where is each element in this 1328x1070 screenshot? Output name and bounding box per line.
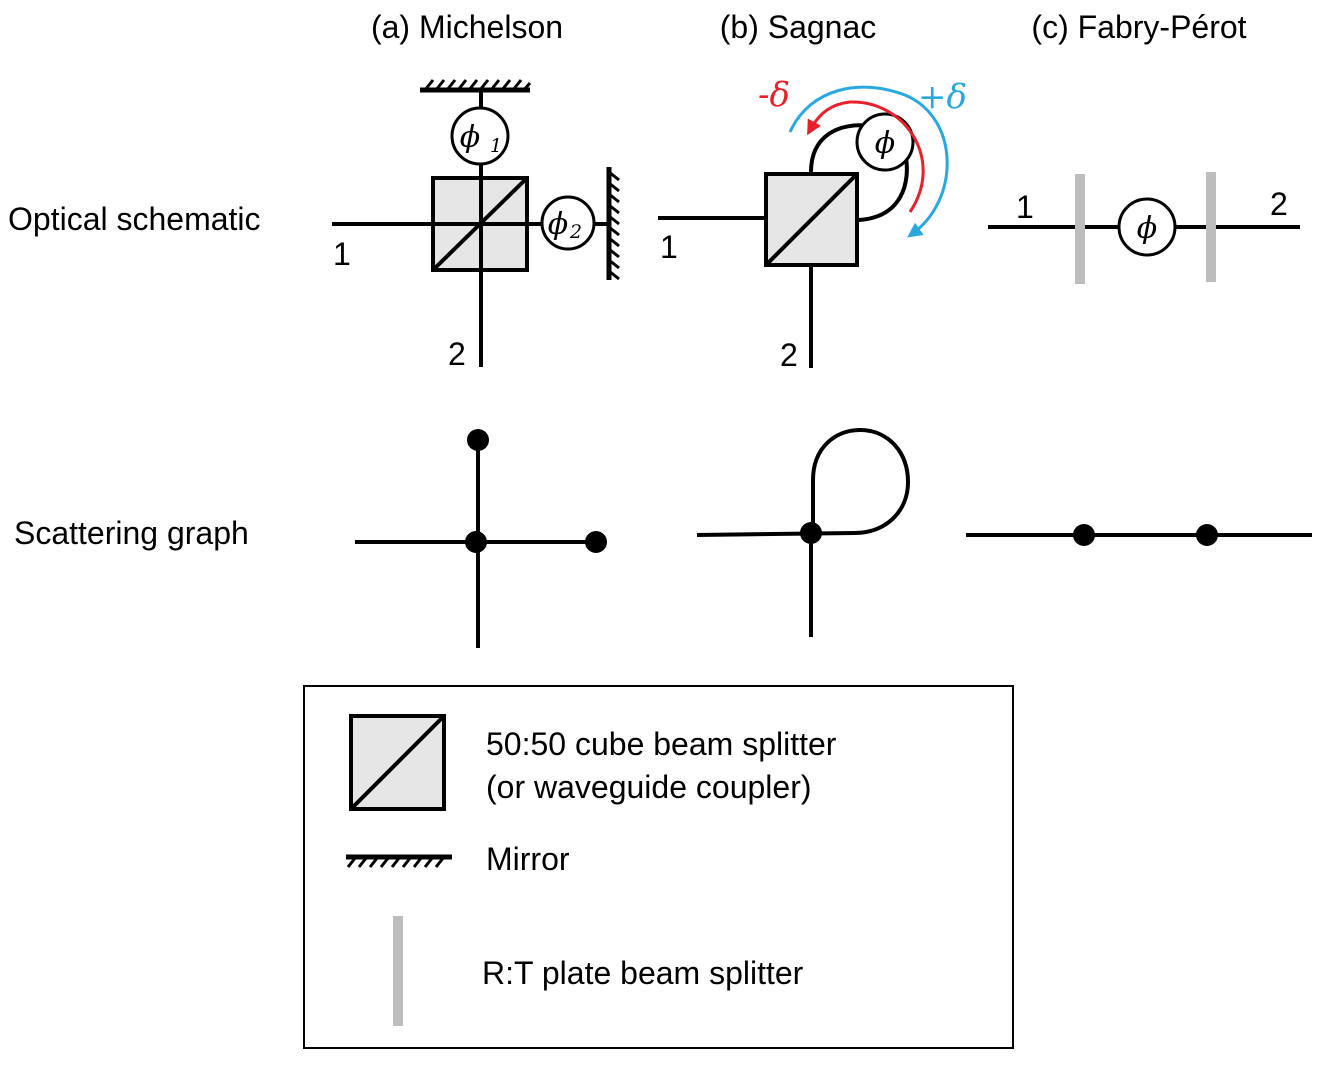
fabry-perot-schematic: ϕ 1 2 [988, 172, 1300, 284]
sagnac-plus-delta-label: +δ [918, 77, 967, 117]
title-sagnac: (b) Sagnac [720, 9, 877, 45]
fabry-perot-graph-node-right [1196, 524, 1218, 546]
fabry-perot-phi: ϕ [1137, 211, 1157, 246]
legend-mirror-label: Mirror [486, 841, 570, 877]
michelson-top-mirror [420, 79, 532, 93]
title-michelson: (a) Michelson [371, 9, 563, 45]
michelson-phi-2: ϕ [548, 207, 568, 242]
fabry-perot-graph-node-left [1073, 524, 1095, 546]
legend: 50:50 cube beam splitter (or waveguide c… [303, 685, 1014, 1049]
michelson-graph-node-top [467, 429, 489, 451]
michelson-phi-1: ϕ [460, 120, 480, 155]
row-label-scattering-graph: Scattering graph [14, 515, 249, 551]
legend-beam-splitter-line-2: (or waveguide coupler) [486, 769, 812, 805]
sagnac-port-1: 1 [660, 229, 678, 265]
legend-plate-label: R:T plate beam splitter [482, 955, 804, 991]
row-label-optical-schematic: Optical schematic [8, 201, 261, 237]
sagnac-scattering-graph [696, 427, 911, 637]
fabry-perot-port-1: 1 [1016, 189, 1034, 225]
sagnac-graph-node [800, 522, 822, 544]
michelson-phase-shifter-2 [540, 195, 596, 251]
sagnac-minus-delta-label: -δ [758, 75, 790, 115]
michelson-phi-1-subscript: 1 [490, 135, 502, 157]
fabry-perot-plate-left [1075, 174, 1085, 284]
michelson-port-1: 1 [333, 236, 351, 272]
legend-beam-splitter-line-1: 50:50 cube beam splitter [486, 726, 837, 762]
sagnac-minus-delta-arrow [807, 100, 925, 213]
sagnac-plus-delta-arrow [788, 85, 949, 238]
sagnac-phi: ϕ [875, 126, 895, 161]
sagnac-phase-shifter [855, 112, 915, 172]
michelson-schematic: ϕ 1 ϕ 2 1 2 [332, 79, 620, 372]
michelson-graph-node-center [465, 531, 487, 553]
legend-plate-symbol [393, 916, 403, 1026]
michelson-right-mirror [606, 167, 620, 281]
title-fabry-perot: (c) Fabry-Pérot [1031, 9, 1246, 45]
fabry-perot-plate-right [1206, 172, 1216, 282]
michelson-scattering-graph [355, 429, 607, 648]
michelson-port-2: 2 [448, 336, 466, 372]
michelson-graph-node-right [585, 531, 607, 553]
fabry-perot-port-2: 2 [1270, 186, 1288, 222]
sagnac-port-2: 2 [780, 337, 798, 373]
sagnac-schematic: ϕ -δ +δ 1 2 [658, 75, 967, 373]
fabry-perot-phase-shifter [1117, 197, 1177, 257]
michelson-phi-2-subscript: 2 [569, 221, 582, 243]
legend-beam-splitter-symbol [349, 714, 446, 811]
michelson-phase-shifter-1 [450, 106, 510, 166]
fabry-perot-scattering-graph [966, 524, 1312, 546]
legend-mirror-symbol [346, 854, 452, 868]
